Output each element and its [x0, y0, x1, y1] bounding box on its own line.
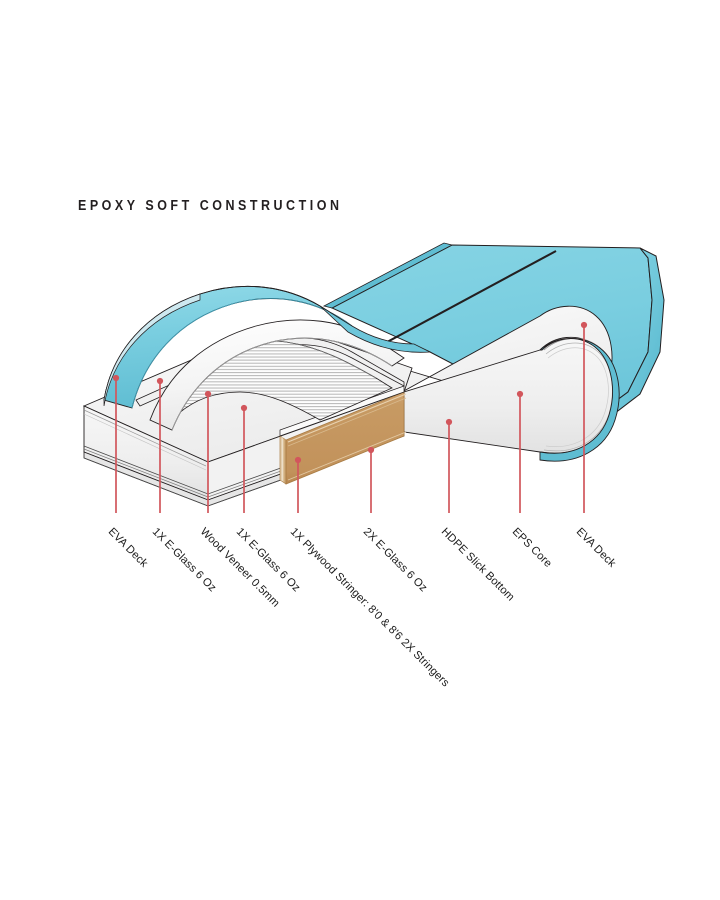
eps-core-rail: [399, 305, 620, 462]
callout-leader-8: [516, 390, 524, 513]
callout-leader-lines: [112, 321, 588, 513]
leader-dot: [294, 456, 302, 464]
callout-leader-3: [204, 390, 212, 513]
callout-leader-4: [240, 404, 248, 513]
laminate-separation-lines: [83, 409, 207, 471]
leader-dot: [240, 404, 248, 412]
eva-deck-peeled-flap: [103, 285, 432, 409]
leader-dot: [156, 377, 164, 385]
e-glass-upper-sheet: [149, 319, 405, 431]
callout-leader-5: [294, 456, 302, 513]
callout-leader-6: [367, 446, 375, 513]
leader-dot: [516, 390, 524, 398]
leader-dot: [112, 374, 120, 382]
callout-leader-1: [112, 374, 120, 513]
leader-dot: [204, 390, 212, 398]
callout-leader-7: [445, 418, 453, 513]
callout-leader-2: [156, 377, 164, 513]
leader-dot: [445, 418, 453, 426]
leader-dot: [580, 321, 588, 329]
plywood-stringer: [279, 385, 407, 485]
page-title: EPOXY SOFT CONSTRUCTION: [78, 198, 343, 214]
callout-leader-9: [580, 321, 588, 513]
leader-dot: [367, 446, 375, 454]
board-assembly: [82, 242, 665, 507]
